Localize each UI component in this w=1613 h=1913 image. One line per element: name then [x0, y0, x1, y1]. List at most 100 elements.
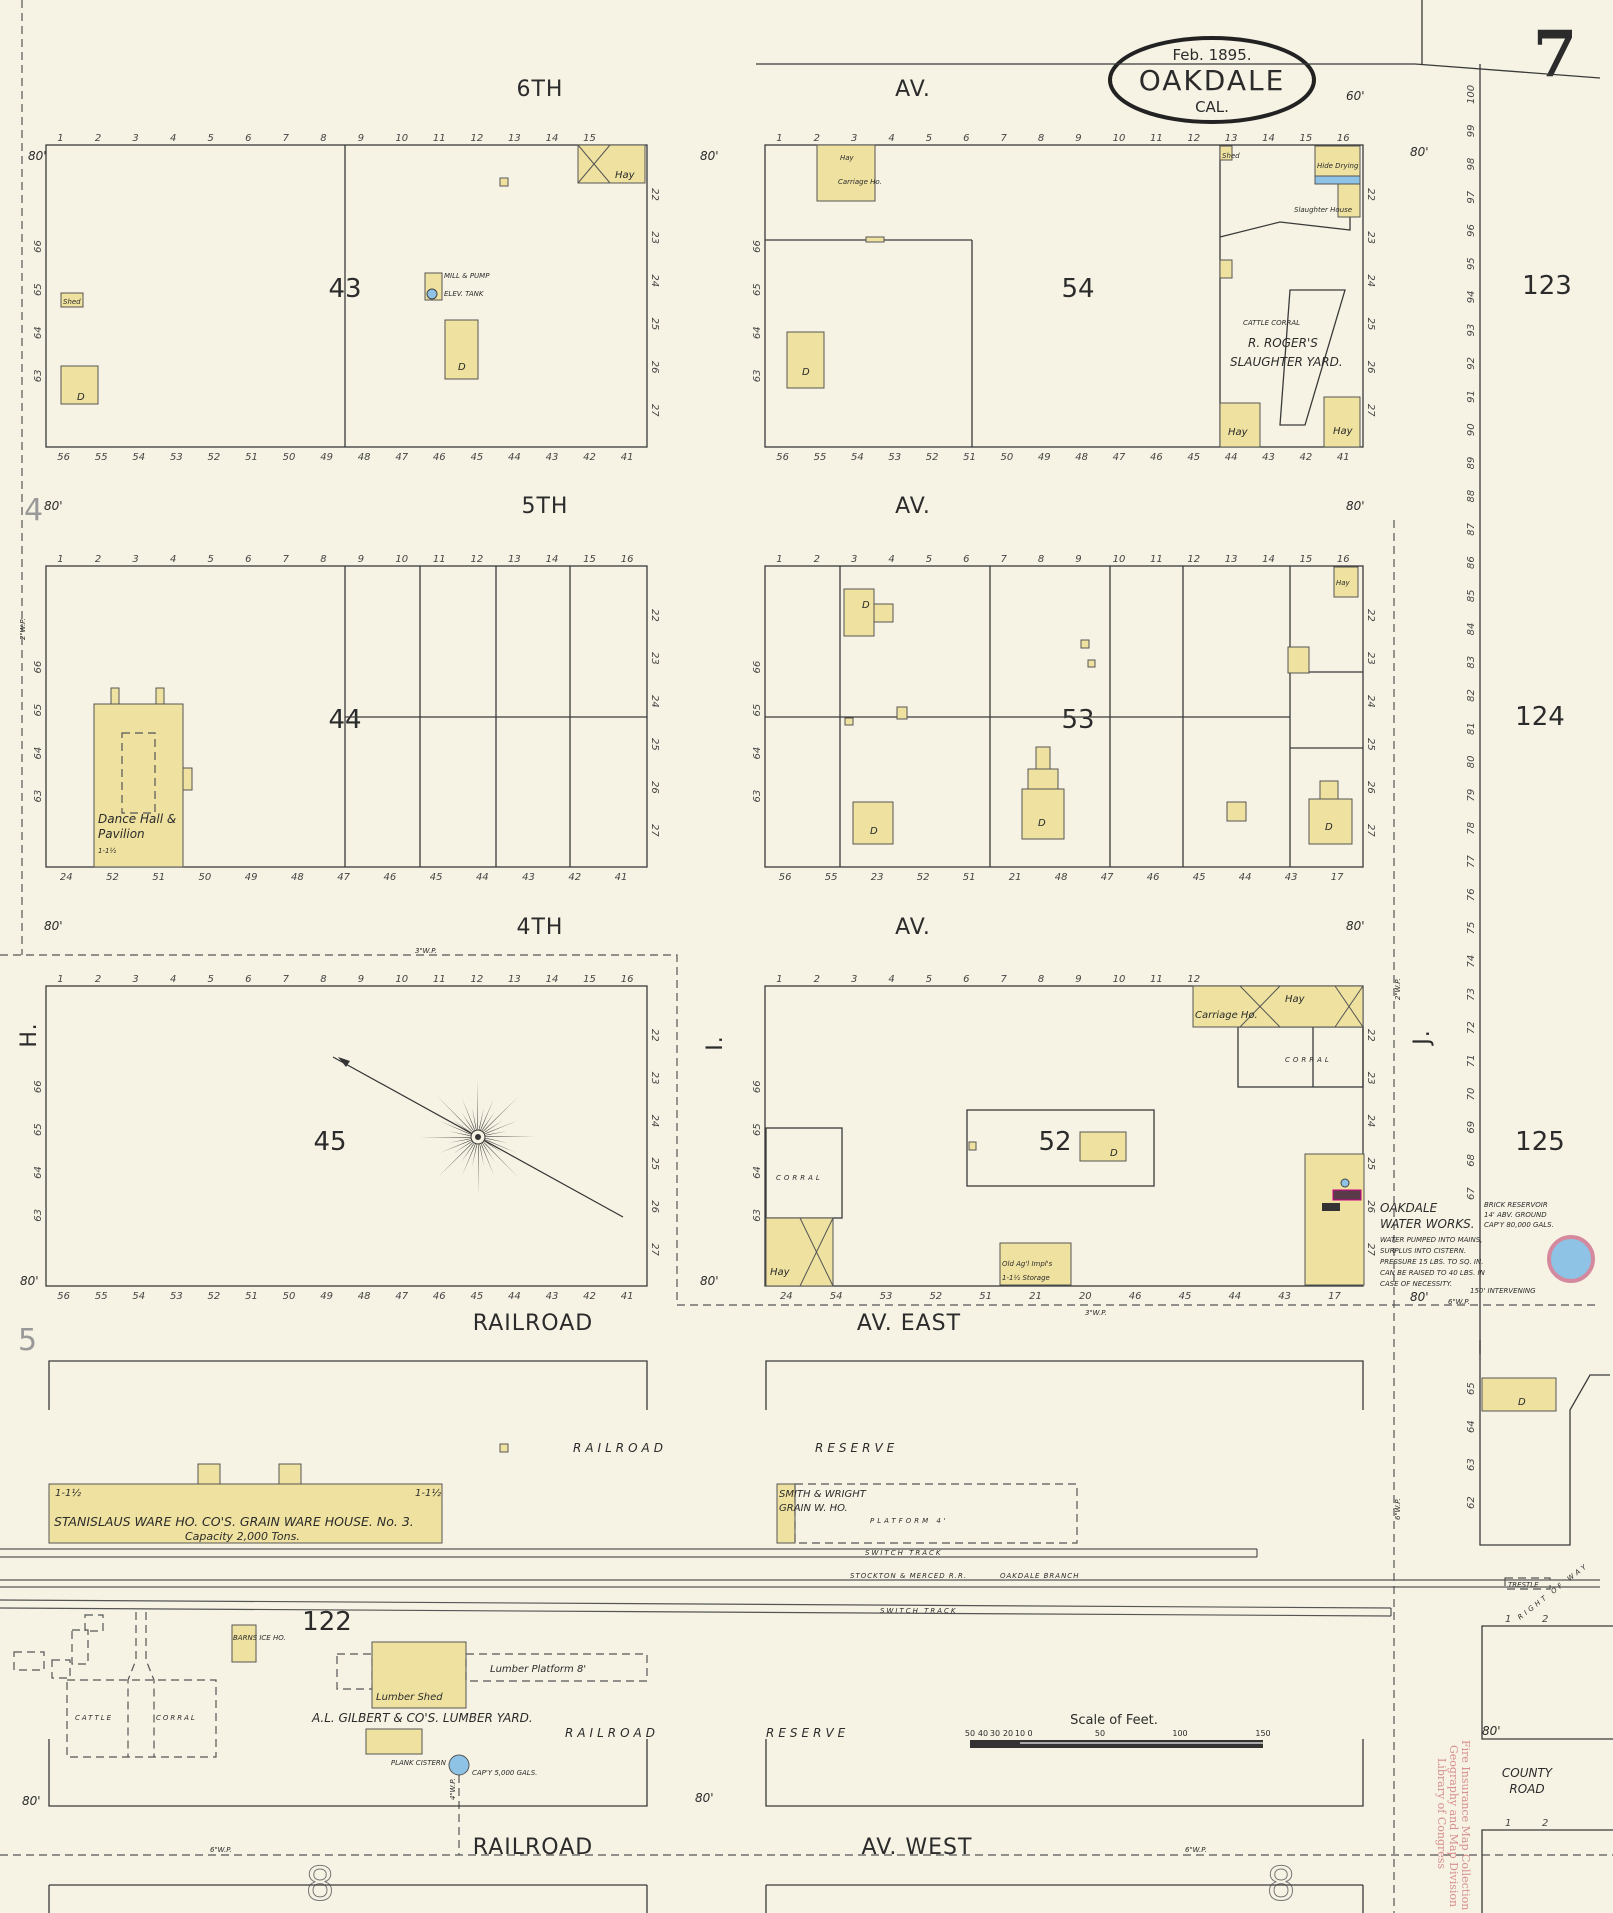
lumber-platform-label: Lumber Platform 8' — [490, 1664, 586, 1675]
lot-number: 63 — [33, 1209, 44, 1222]
town-name: OAKDALE — [1139, 64, 1286, 97]
lot-number: 41 — [615, 872, 628, 883]
lot-number: 12 — [470, 974, 483, 985]
lot-number: 16 — [621, 554, 634, 565]
compass-ray — [478, 1120, 517, 1137]
lot-number: 68 — [1466, 1154, 1477, 1167]
lot-number: 1 — [57, 554, 63, 565]
lot-number: 13 — [1225, 133, 1238, 144]
dance-hall-label: Dance Hall & — [98, 812, 176, 826]
lot-number: 23 — [1365, 231, 1376, 244]
block-number-124: 124 — [1515, 702, 1565, 732]
compass-ray — [472, 1107, 478, 1137]
cattle-corral-label: CATTLE — [75, 1714, 113, 1722]
map-date: Feb. 1895. — [1172, 46, 1251, 64]
lot-number: 9 — [1075, 133, 1081, 144]
lot-number: 13 — [508, 133, 521, 144]
carriage-house-label: Carriage Ho. — [838, 178, 882, 186]
street-i: I. — [703, 1035, 728, 1050]
dwelling — [1021, 788, 1065, 840]
shed — [60, 292, 84, 308]
lot-number: 10 — [395, 133, 408, 144]
lot-number: 83 — [1466, 656, 1477, 669]
lot-number: 16 — [1337, 554, 1350, 565]
lot-number: 51 — [152, 872, 165, 883]
lot-number: 43 — [546, 452, 559, 463]
lot-number: 4 — [888, 554, 894, 565]
lot-number: 2 — [95, 974, 101, 985]
lot-number: 76 — [1466, 888, 1477, 901]
compass-ray — [477, 1079, 478, 1137]
lot-number: 81 — [1466, 722, 1477, 735]
block-122-buildings: BARNS ICE HO. Lumber Shed Lumber Platfor… — [13, 1612, 1364, 1913]
lot-number: 12 — [1187, 554, 1200, 565]
shed-label: Shed — [1222, 152, 1240, 160]
lot-number: 1 — [1505, 1614, 1511, 1625]
lot-number: 9 — [358, 554, 364, 565]
water-works-note: CAN BE RAISED TO 40 LBS. IN — [1380, 1269, 1486, 1277]
lot-number: 64 — [33, 1166, 44, 1179]
water-pipe-label: 3"W.P. — [1085, 1309, 1107, 1317]
water-pipe-label: 6"W.P. — [1394, 1498, 1402, 1520]
pavilion-label: Pavilion — [98, 827, 145, 841]
street-railroad-av-east-2: AV. EAST — [857, 1311, 961, 1336]
lot-number: 5 — [208, 974, 214, 985]
compass-ray — [436, 1137, 478, 1179]
lot-number: 54 — [132, 1291, 145, 1302]
water-pipe-label: 2"W.P. — [19, 618, 27, 640]
hay-label: Hay — [1228, 427, 1249, 438]
lot-number: 23 — [649, 1072, 660, 1085]
width-label: 80' — [44, 499, 63, 513]
lot-number: 23 — [649, 231, 660, 244]
cattle-corral-label: CORRAL — [156, 1714, 197, 1722]
lot-number: 45 — [470, 1291, 483, 1302]
cistern-icon — [448, 1754, 470, 1776]
lot-number: 2 — [95, 133, 101, 144]
lot-number: 22 — [649, 188, 660, 201]
lot-number: 63 — [33, 790, 44, 803]
street-railroad-av-east-1: RAILROAD — [473, 1311, 593, 1336]
lot-number: 74 — [1466, 955, 1477, 968]
lot-number: 64 — [752, 747, 763, 760]
old-implements-storage — [999, 1242, 1072, 1286]
lot-number: 14 — [546, 133, 559, 144]
lot-number: 3 — [132, 554, 138, 565]
dwelling — [843, 588, 875, 637]
lot-number: 5 — [926, 133, 932, 144]
state-name: CAL. — [1195, 98, 1229, 116]
lot-number: 8 — [1038, 554, 1044, 565]
lot-number: 6 — [245, 974, 251, 985]
cattle-corral-fence — [1279, 289, 1346, 426]
width-label: 80' — [1346, 919, 1365, 933]
adjoining-sheet-8-left: 8 — [305, 1857, 334, 1911]
storage-label: Old Ag'l Impl's — [1002, 1260, 1053, 1268]
lot-number: 24 — [1365, 1115, 1376, 1128]
street-5th-av: AV. — [895, 494, 931, 519]
hay-barn — [1219, 402, 1261, 448]
lot-number: 56 — [57, 452, 70, 463]
street-6th: 6TH — [517, 77, 564, 102]
lot-number: 10 — [1113, 974, 1126, 985]
corral-label: CORRAL — [776, 1174, 823, 1182]
lot-number: 14 — [1262, 554, 1275, 565]
lot-number: 98 — [1466, 158, 1477, 171]
lot-number: 42 — [568, 872, 581, 883]
lot-number: 2 — [1542, 1818, 1548, 1829]
lot-number: 51 — [245, 1291, 258, 1302]
lot-number: 17 — [1331, 872, 1344, 883]
lot-number: 65 — [33, 1123, 44, 1136]
water-works-label: OAKDALE — [1380, 1201, 1438, 1215]
lot-number: 25 — [1365, 1157, 1376, 1170]
block-number-125: 125 — [1515, 1127, 1565, 1157]
lot-number: 3 — [132, 133, 138, 144]
top-boundary-line — [756, 63, 1601, 79]
width-label: 80' — [1482, 1724, 1501, 1738]
lot-number: 44 — [508, 452, 521, 463]
reservoir-note: CAP'Y 80,000 GALS. — [1484, 1221, 1554, 1229]
water-works-note: WATER PUMPED INTO MAINS, — [1380, 1236, 1482, 1244]
lot-number: 10 — [1113, 133, 1126, 144]
lot-number: 48 — [1055, 872, 1068, 883]
lot-number: 79 — [1466, 789, 1477, 802]
